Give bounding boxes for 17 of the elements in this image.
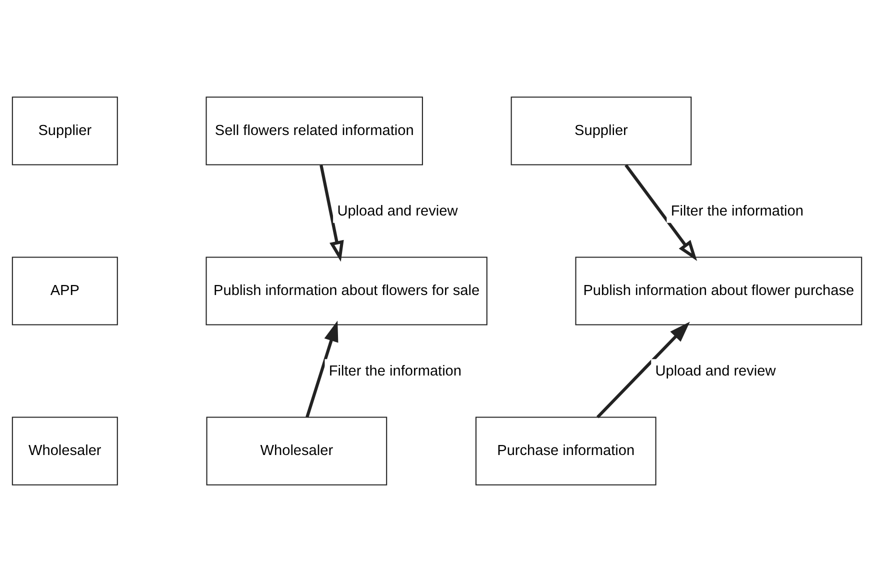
arrow	[624, 164, 698, 260]
node-box: Supplier	[510, 96, 692, 165]
node-box: Wholesaler	[12, 416, 118, 485]
edge-label: Upload and review	[337, 202, 458, 219]
node-box: Sell flowers related information	[206, 96, 423, 165]
arrow	[320, 164, 344, 262]
node-box: Publish information about flowers for sale	[206, 256, 488, 325]
node-box: Purchase information	[475, 416, 656, 485]
node-box: Publish information about flower purchase	[575, 256, 862, 325]
node-box: Supplier	[12, 96, 118, 165]
node-box: Wholesaler	[206, 416, 388, 485]
node-box: APP	[12, 256, 118, 325]
edge-label: Filter the information	[670, 202, 804, 219]
edge-label: Filter the information	[328, 362, 462, 379]
arrow	[306, 320, 338, 418]
arrow	[596, 321, 690, 418]
edge-label: Upload and review	[655, 362, 776, 379]
